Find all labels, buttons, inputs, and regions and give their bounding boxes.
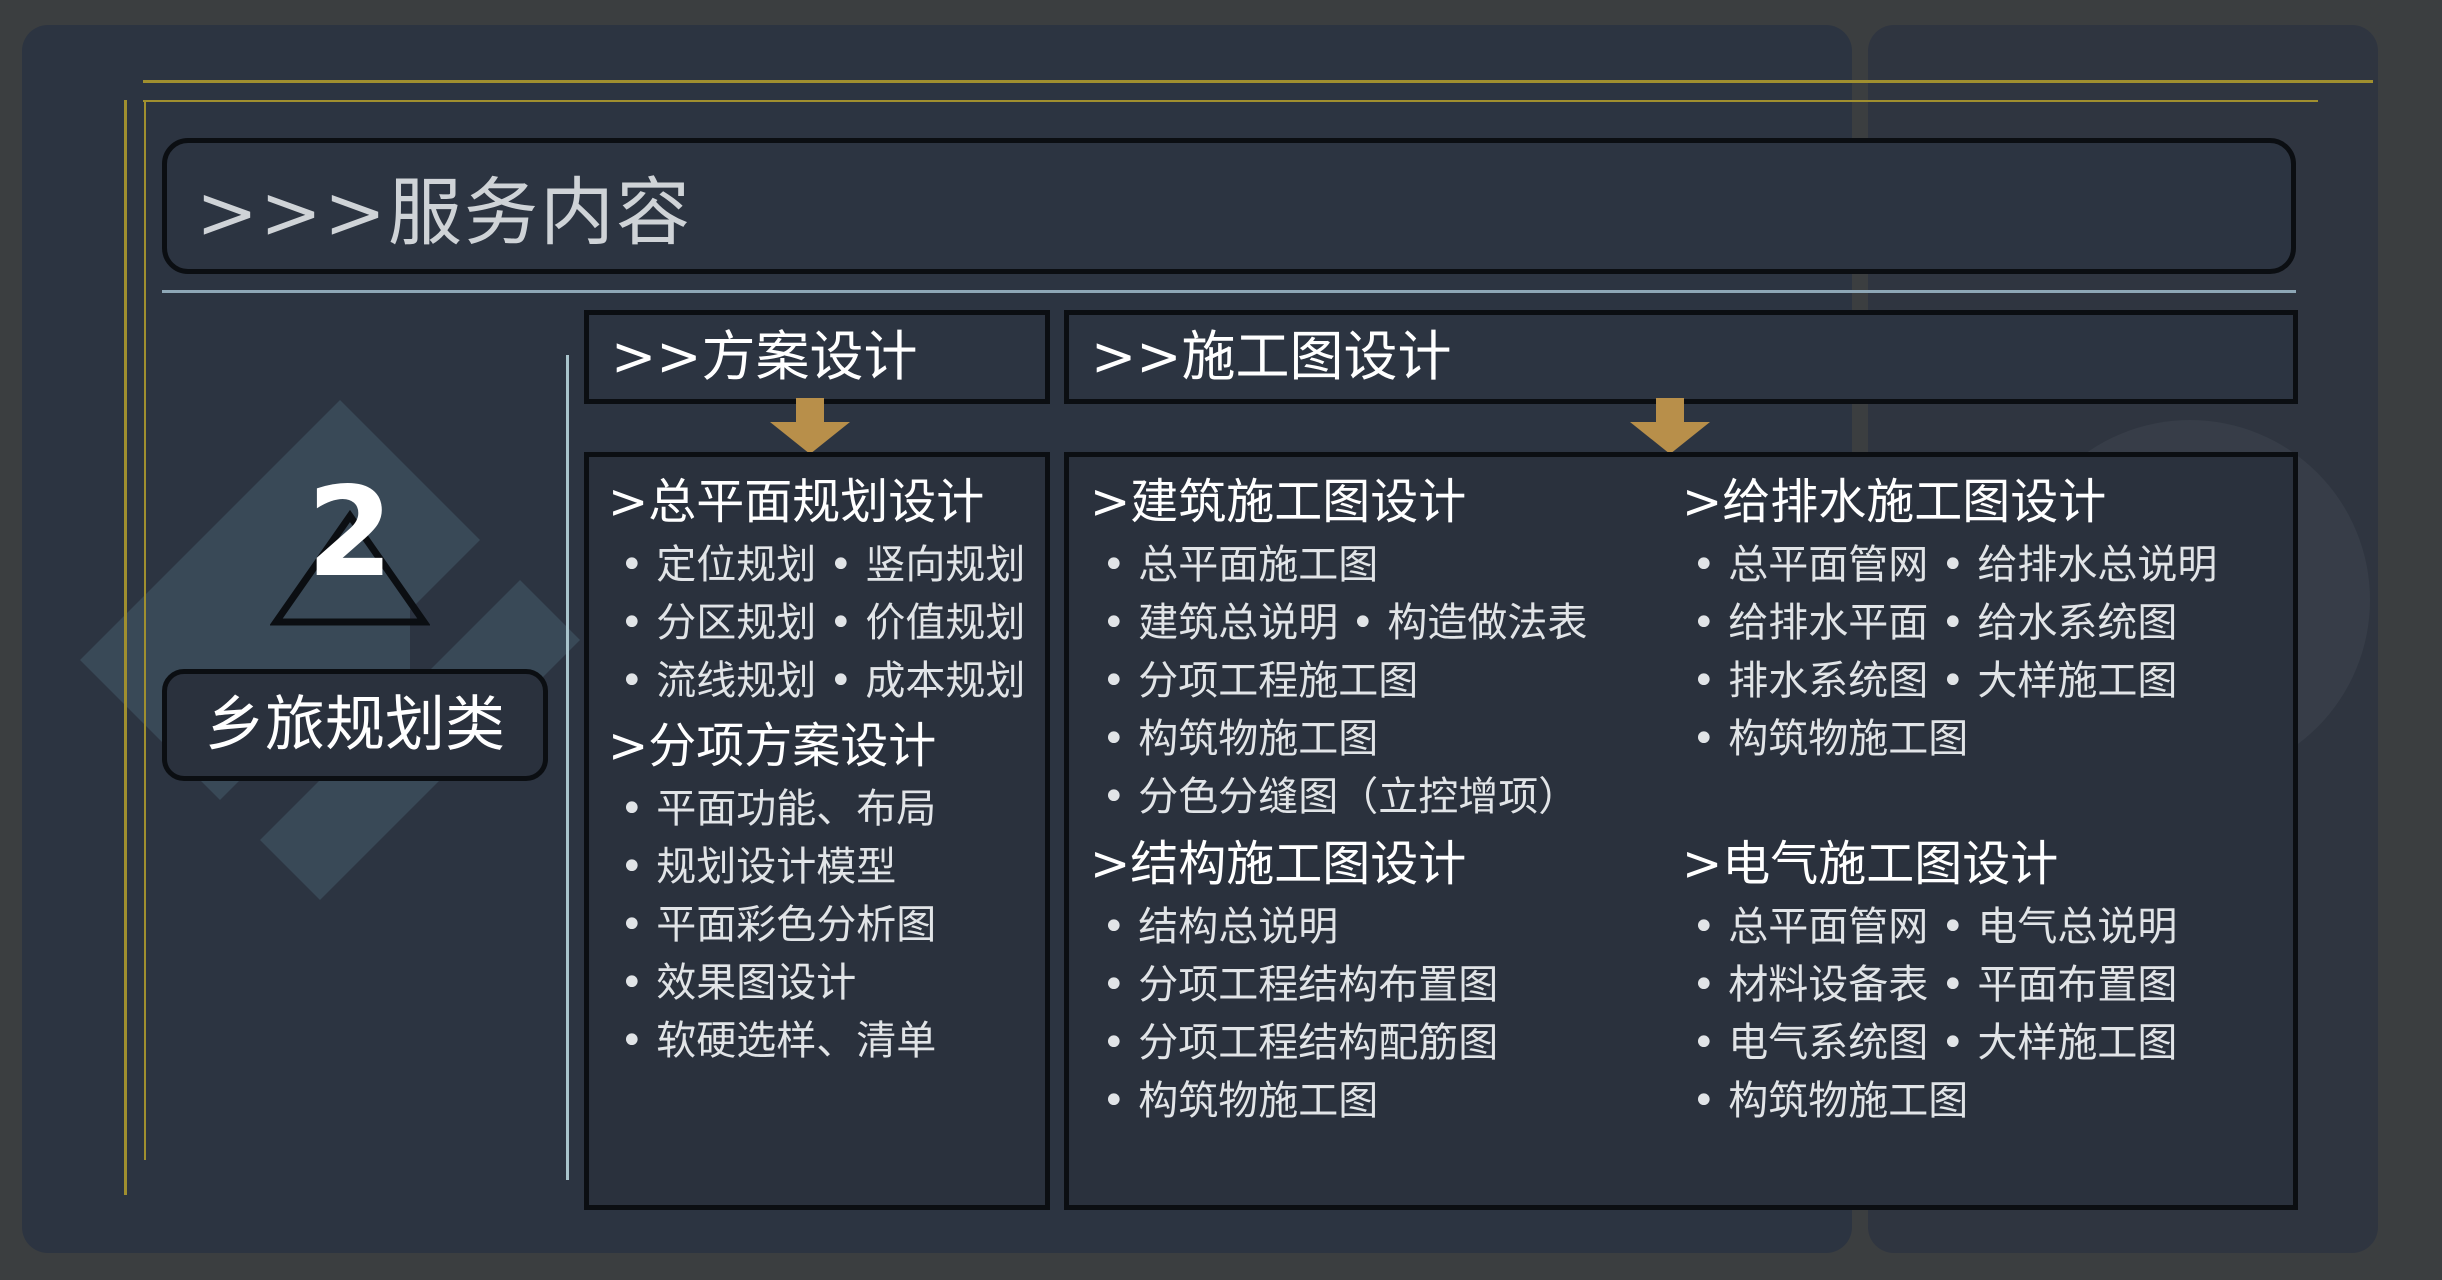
list-item: • 分区规划 • 价值规划 <box>620 600 1026 646</box>
scheme-content-box <box>584 452 1050 1210</box>
list-item: • 构筑物施工图 <box>1692 1078 1969 1124</box>
construction-content-box <box>1064 452 2298 1210</box>
list-item: • 排水系统图 • 大样施工图 <box>1692 658 2178 704</box>
list-item: • 流线规划 • 成本规划 <box>620 658 1026 704</box>
list-item: • 软硬选样、清单 <box>620 1018 937 1064</box>
title-underline <box>162 290 2296 293</box>
list-item: • 材料设备表 • 平面布置图 <box>1692 962 2178 1008</box>
down-arrow-icon <box>1630 398 1710 454</box>
down-arrow-icon <box>770 398 850 454</box>
section-water-drainage: >给排水施工图设计 <box>1682 474 2107 530</box>
list-item: • 分项工程结构配筋图 <box>1102 1020 1499 1066</box>
list-item: • 建筑总说明 • 构造做法表 <box>1102 600 1588 646</box>
list-item: • 总平面管网 • 电气总说明 <box>1692 904 2178 950</box>
list-item: • 总平面施工图 <box>1102 542 1379 588</box>
list-item: • 构筑物施工图 <box>1692 716 1969 762</box>
list-item: • 分项工程结构布置图 <box>1102 962 1499 1008</box>
list-item: • 规划设计模型 <box>620 844 897 890</box>
list-item: • 构筑物施工图 <box>1102 716 1379 762</box>
header-construction-design: >>施工图设计 <box>1064 310 2298 404</box>
list-item: • 平面彩色分析图 <box>620 902 937 948</box>
section-sub-scheme: >分项方案设计 <box>608 718 937 774</box>
gold-line-left-inner <box>144 100 146 1160</box>
section-number: 2 <box>306 461 394 605</box>
section-master-plan: >总平面规划设计 <box>608 474 985 530</box>
list-item: • 平面功能、布局 <box>620 786 937 832</box>
section-structure: >结构施工图设计 <box>1090 836 1467 892</box>
list-item: • 电气系统图 • 大样施工图 <box>1692 1020 2178 1066</box>
header-scheme-design: >>方案设计 <box>584 310 1050 404</box>
list-item: • 总平面管网 • 给排水总说明 <box>1692 542 2218 588</box>
list-item: • 结构总说明 <box>1102 904 1339 950</box>
gold-line-left <box>124 100 127 1195</box>
list-item: • 分项工程施工图 <box>1102 658 1419 704</box>
section-electrical: >电气施工图设计 <box>1682 836 2059 892</box>
triangle-icon <box>270 510 430 626</box>
gold-line-top <box>143 80 2373 83</box>
page-title: >>>服务内容 <box>196 170 693 256</box>
list-item: • 给排水平面 • 给水系统图 <box>1692 600 2178 646</box>
list-item: • 效果图设计 <box>620 960 857 1006</box>
vertical-divider <box>566 355 569 1180</box>
category-label: 乡旅规划类 <box>162 669 548 781</box>
list-item: • 定位规划 • 竖向规划 <box>620 542 1026 588</box>
gold-line-top-inner <box>143 100 2318 102</box>
list-item: • 分色分缝图（立控增项） <box>1102 774 1579 820</box>
list-item: • 构筑物施工图 <box>1102 1078 1379 1124</box>
title-bar <box>162 138 2296 274</box>
section-architecture: >建筑施工图设计 <box>1090 474 1467 530</box>
